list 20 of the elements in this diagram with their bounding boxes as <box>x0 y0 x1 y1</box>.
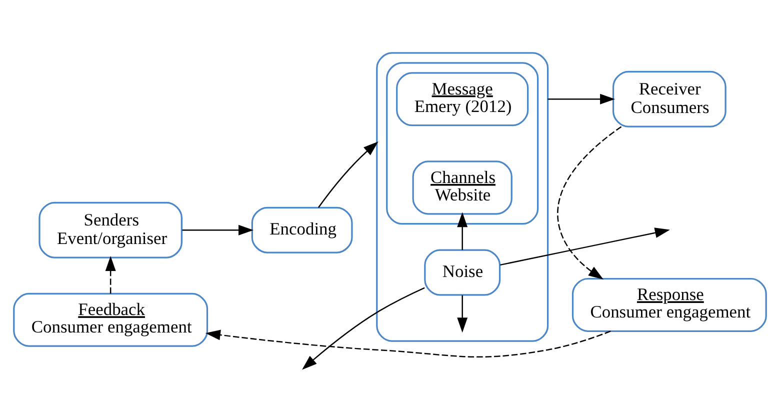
arrow <box>205 330 611 358</box>
arrow <box>457 212 468 250</box>
arrow <box>457 295 468 333</box>
arrow <box>548 94 616 104</box>
arrow <box>182 224 254 236</box>
arrow <box>500 228 670 266</box>
arrow <box>557 126 622 280</box>
cluster <box>376 52 549 342</box>
node-box: Encoding <box>251 206 353 254</box>
node-box: Senders Event/organiser <box>38 202 182 258</box>
node-box: Receiver Consumers <box>612 70 726 128</box>
cluster <box>386 62 539 225</box>
node-box: Noise <box>424 249 501 296</box>
arrow <box>302 287 425 370</box>
node-box: Channels Website <box>412 160 512 215</box>
node-box: Message Emery (2012) <box>396 72 529 126</box>
node-box: Feedback Consumer engagement <box>13 292 208 347</box>
arrow <box>105 256 116 294</box>
arrow <box>318 142 378 208</box>
node-box: Response Consumer engagement <box>572 278 767 332</box>
